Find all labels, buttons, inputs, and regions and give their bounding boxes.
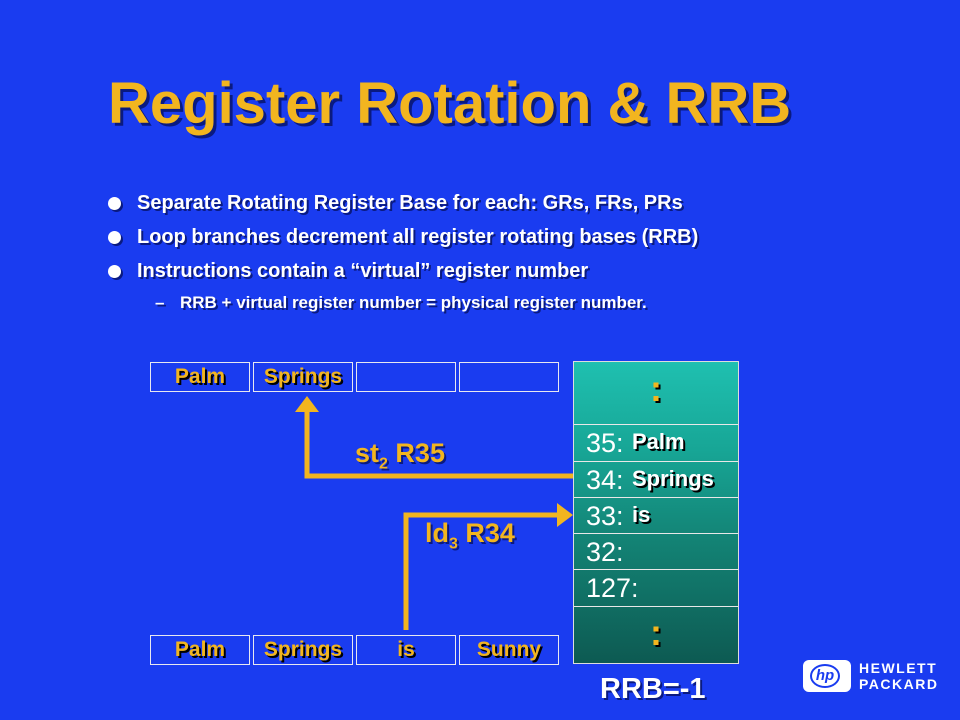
bullet-dot-icon — [108, 265, 121, 278]
memory-cell: Springs — [253, 362, 353, 392]
memory-cell: Sunny — [459, 635, 559, 665]
sub-bullet-dash: – — [155, 293, 165, 312]
register-ellipsis-bottom: : — [650, 612, 662, 653]
register-number: 33: — [586, 501, 624, 531]
load-mnemonic: ld — [425, 518, 449, 548]
load-subscript: 3 — [449, 535, 458, 553]
hp-logo-icon: hp — [803, 660, 851, 692]
load-instruction: ld3 R34 — [425, 518, 515, 553]
memory-cell: is — [356, 635, 456, 665]
hp-logo: hp HEWLETT PACKARD — [803, 660, 938, 692]
sub-bullet-item: – RRB + virtual register number = physic… — [105, 290, 945, 316]
bullet-dot-icon — [108, 231, 121, 244]
register-row: 35: Palm — [574, 424, 738, 461]
rrb-value-label: RRB=-1 — [600, 673, 706, 705]
memory-cell — [356, 362, 456, 392]
bullet-item: Separate Rotating Register Base for each… — [105, 188, 945, 222]
register-value: Springs — [632, 466, 714, 491]
register-number: 35: — [586, 428, 624, 458]
sub-bullet-text: RRB + virtual register number = physical… — [180, 293, 647, 312]
store-instruction: st2 R35 — [355, 438, 445, 473]
store-subscript: 2 — [379, 455, 388, 473]
bullet-item: Instructions contain a “virtual” registe… — [105, 256, 945, 290]
register-number: 34: — [586, 465, 624, 495]
memory-cell — [459, 362, 559, 392]
register-row: 34: Springs — [574, 461, 738, 497]
register-number: 127: — [586, 573, 639, 603]
memory-cell: Palm — [150, 362, 250, 392]
register-row: 127: — [574, 569, 738, 606]
logo-line-2: PACKARD — [859, 676, 939, 692]
memory-cell: Springs — [253, 635, 353, 665]
slide-title: Register Rotation & RRB — [108, 71, 792, 136]
bullet-item: Loop branches decrement all register rot… — [105, 222, 945, 256]
register-value: is — [632, 502, 651, 527]
store-memory-row: Palm Springs — [150, 362, 562, 392]
register-file: : 35: Palm 34: Springs 33: is 32: 127: : — [573, 361, 739, 664]
load-memory-row: Palm Springs is Sunny — [150, 635, 562, 665]
bullet-list: Separate Rotating Register Base for each… — [105, 188, 945, 316]
bullet-dot-icon — [108, 197, 121, 210]
store-operand: R35 — [387, 438, 445, 468]
register-number: 32: — [586, 537, 624, 567]
bullet-text: Instructions contain a “virtual” registe… — [137, 260, 589, 282]
bullet-text: Loop branches decrement all register rot… — [137, 226, 699, 248]
load-arrowhead — [557, 503, 573, 527]
load-arrow — [403, 512, 557, 630]
store-arrow — [304, 412, 573, 479]
register-row: 33: is — [574, 497, 738, 533]
memory-cell: Palm — [150, 635, 250, 665]
logo-wordmark: HEWLETT PACKARD — [859, 660, 938, 692]
register-value: Palm — [632, 429, 685, 454]
store-arrowhead — [295, 396, 319, 412]
bullet-text: Separate Rotating Register Base for each… — [137, 192, 683, 214]
store-mnemonic: st — [355, 438, 380, 468]
hp-logo-mark: hp — [810, 664, 840, 688]
register-row: 32: — [574, 533, 738, 569]
load-operand: R34 — [457, 518, 515, 548]
register-divider — [574, 606, 738, 607]
register-ellipsis-top: : — [650, 368, 662, 409]
logo-line-1: HEWLETT — [859, 660, 938, 676]
